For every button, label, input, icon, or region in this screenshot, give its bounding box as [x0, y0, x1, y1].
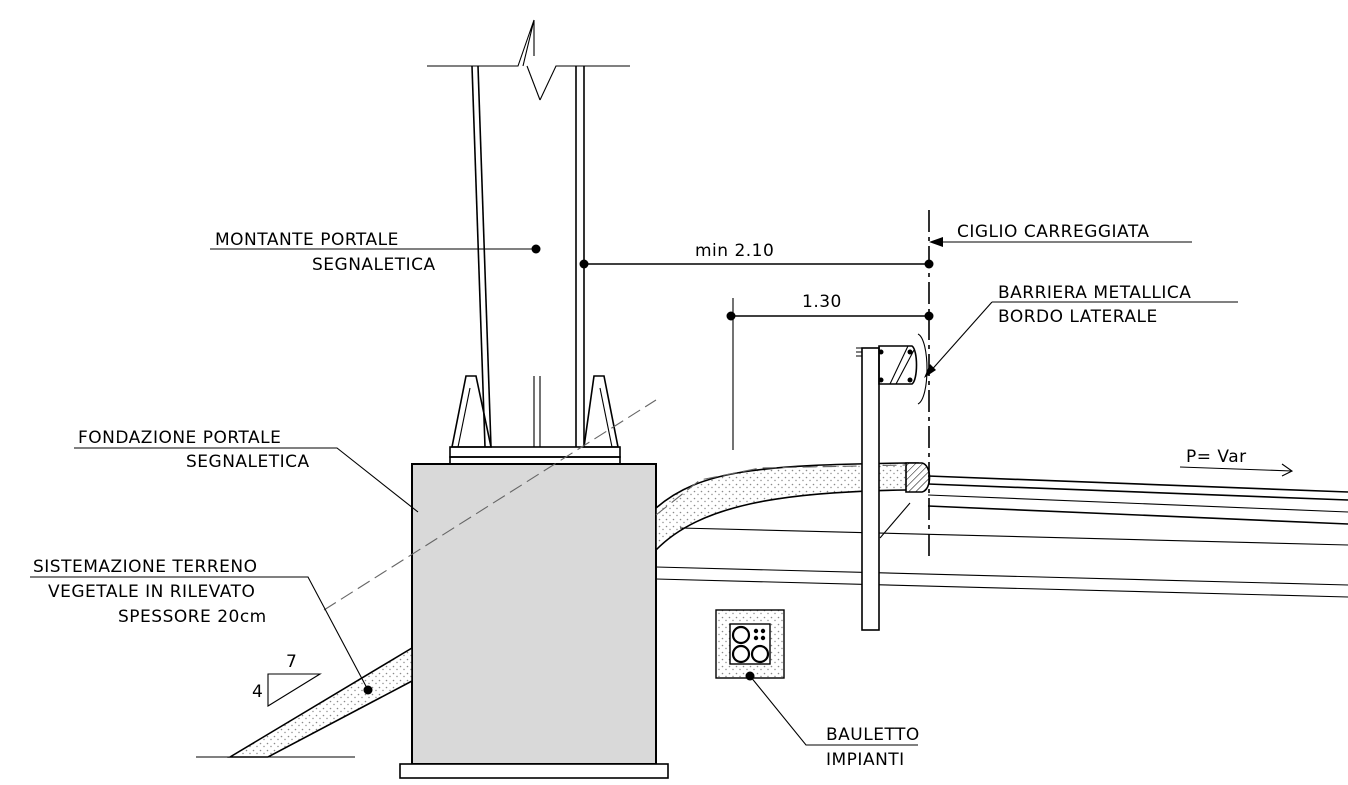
label-ciglio: CIGLIO CARREGGIATA: [929, 222, 1192, 247]
guard-rail: [856, 333, 928, 631]
label-montante: MONTANTE PORTALE SEGNALETICA: [210, 230, 541, 275]
ciglio-label: CIGLIO CARREGGIATA: [957, 222, 1150, 242]
bauletto-line2: IMPIANTI: [826, 750, 905, 770]
pendenza-label: P= Var: [1186, 447, 1247, 467]
montante-line2: SEGNALETICA: [312, 255, 436, 275]
fondazione-line1: FONDAZIONE PORTALE: [78, 428, 281, 448]
barriera-line2: BORDO LATERALE: [998, 307, 1158, 327]
dimension-barrier-label: 1.30: [802, 292, 842, 312]
label-sistemazione: SISTEMAZIONE TERRENO VEGETALE IN RILEVAT…: [30, 557, 373, 695]
portal-column: [427, 19, 630, 465]
sistemazione-line2: VEGETALE IN RILEVATO: [48, 582, 255, 602]
barriera-line1: BARRIERA METALLICA: [998, 283, 1191, 303]
kerb: [905, 462, 931, 493]
sistemazione-line3: SPESSORE 20cm: [118, 607, 267, 627]
topsoil-slope-band: [227, 646, 413, 758]
utility-duct-block: [715, 609, 785, 679]
embankment: [196, 399, 1348, 758]
slope-vertical: 4: [252, 682, 263, 702]
foundation-base-plate: [399, 763, 669, 779]
guard-rail-post: [861, 347, 880, 631]
sistemazione-line1: SISTEMAZIONE TERRENO: [33, 557, 258, 577]
fondazione-line2: SEGNALETICA: [186, 452, 310, 472]
label-bauletto: BAULETTO IMPIANTI: [745, 671, 920, 770]
label-fondazione: FONDAZIONE PORTALE SEGNALETICA: [74, 428, 419, 513]
dimension-barrier: 1.30: [726, 292, 934, 450]
bauletto-line1: BAULETTO: [826, 725, 920, 745]
dimension-min: min 2.10: [579, 241, 934, 269]
montante-line1: MONTANTE PORTALE: [215, 230, 399, 250]
foundation-block: [411, 463, 657, 765]
slope-horizontal: 7: [286, 652, 297, 672]
label-barriera: BARRIERA METALLICA BORDO LATERALE: [924, 283, 1238, 378]
foundation: [399, 463, 669, 779]
label-pendenza: P= Var: [1179, 447, 1294, 477]
dimension-min-label: min 2.10: [695, 241, 774, 261]
slope-ratio: 7 4: [252, 652, 322, 707]
